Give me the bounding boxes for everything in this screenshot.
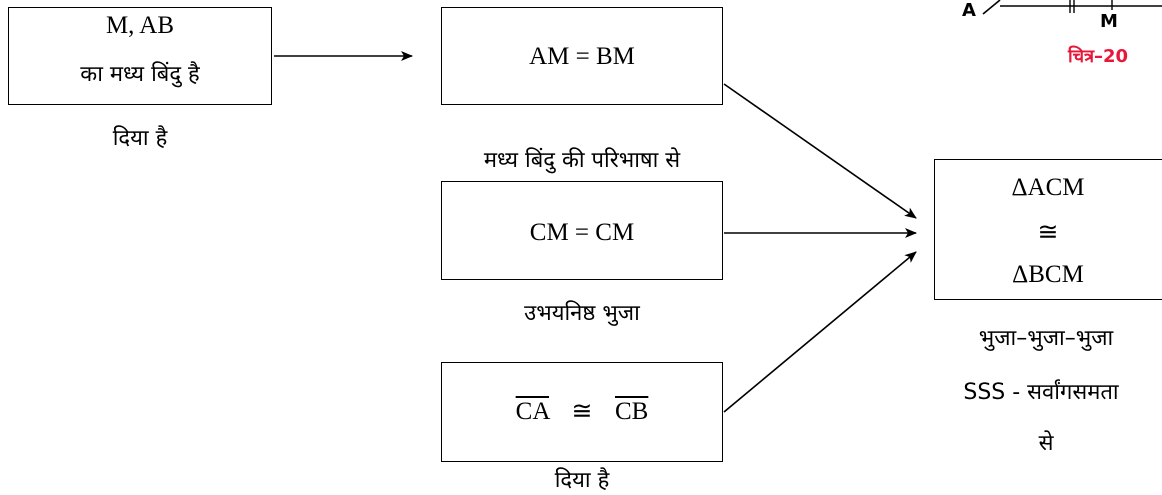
arrow-given2-to-result bbox=[723, 251, 917, 413]
result-caption3: से bbox=[1038, 431, 1054, 456]
common-side-caption: उभयनिष्ठ भुजा bbox=[524, 301, 640, 326]
midpoint-caption: मध्य बिंदु की परिभाषा से bbox=[483, 148, 681, 173]
given-congruent-caption: दिया है bbox=[554, 468, 610, 493]
given-box bbox=[8, 7, 272, 105]
figure-label: चित्र–20 bbox=[1068, 46, 1129, 67]
segment-cb: CB bbox=[614, 398, 649, 425]
result-caption2: SSS - सर्वांगसमता bbox=[963, 380, 1119, 405]
given-caption: दिया है bbox=[112, 126, 168, 151]
result-line3: ΔBCM bbox=[1012, 261, 1084, 288]
point-m-label: M bbox=[1100, 11, 1118, 32]
result-congruent-symbol: ≅ bbox=[1037, 219, 1059, 246]
segment-ca: CA bbox=[515, 398, 550, 425]
midpoint-equation: AM = BM bbox=[529, 43, 635, 70]
midpoint-box bbox=[441, 7, 723, 105]
result-box bbox=[934, 159, 1162, 300]
given-line2: का मध्य बिंदु है bbox=[80, 62, 200, 87]
common-side-equation: CM = CM bbox=[529, 219, 635, 246]
result-caption1: भुजा–भुजा–भुजा bbox=[978, 326, 1114, 351]
common-side-box bbox=[441, 181, 723, 280]
congruent-symbol: ≅ bbox=[571, 398, 593, 425]
given-congruent-box bbox=[441, 362, 723, 462]
given-line1: M, AB bbox=[105, 12, 175, 39]
point-a-label: A bbox=[962, 0, 976, 21]
segment-congruence: CA ≅ CB bbox=[441, 399, 723, 424]
arrow-mid-to-result bbox=[723, 83, 917, 219]
result-line1: ΔACM bbox=[1011, 174, 1085, 201]
triangle-figure-fragment bbox=[982, 0, 1162, 15]
